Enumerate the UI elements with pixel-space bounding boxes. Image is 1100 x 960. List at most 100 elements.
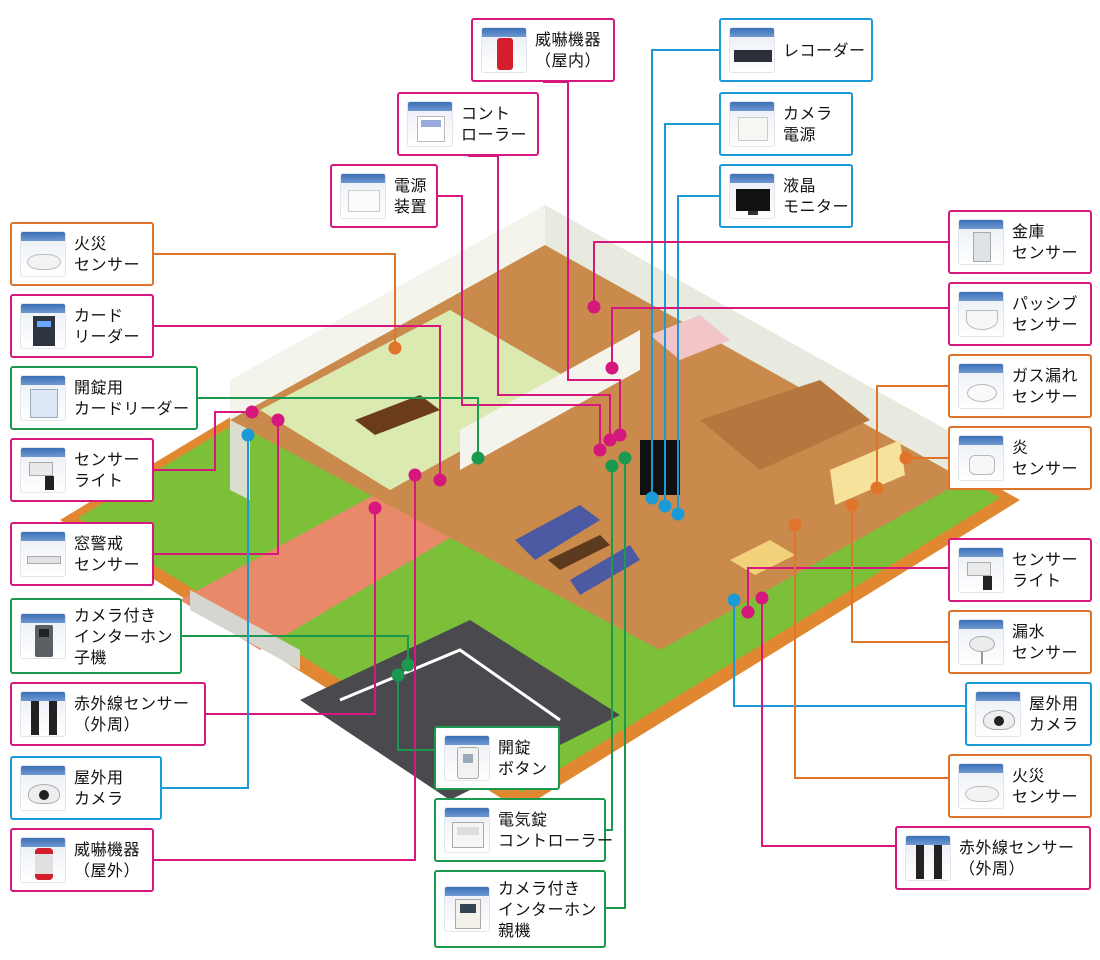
label-text: 金庫 センサー [1012, 222, 1079, 262]
label-text: 電源 装置 [394, 176, 428, 216]
infrared-beam-icon [905, 835, 951, 881]
label-text: パッシブ センサー [1012, 294, 1079, 334]
label-fire-sensor-left: 火災 センサー [10, 222, 154, 286]
dining-table [730, 540, 795, 575]
label-lcd-monitor: 液晶 モニター [719, 164, 853, 228]
water-leak-sensor-marker-dot [845, 498, 859, 512]
electric-lock-ctrl-leader-line [606, 466, 613, 831]
recorder-marker-dot [645, 491, 659, 505]
fire-sensor-left-marker-dot [388, 341, 402, 355]
passive-sensor-marker-dot [605, 361, 619, 375]
unlock-button-leader-line [397, 675, 434, 751]
outdoor-camera-right-marker-dot [727, 593, 741, 607]
label-unlock-button: 開錠 ボタン [434, 726, 560, 790]
intercom-sub-marker-dot [401, 658, 415, 672]
partition-wall [460, 330, 640, 470]
back-wall-right [545, 205, 965, 480]
label-text: 屋外用 カメラ [74, 768, 124, 808]
label-text: センサー ライト [74, 450, 141, 490]
unlock-card-reader-leader-line [198, 397, 479, 458]
low-table [355, 395, 440, 435]
sensor-light-icon [20, 447, 66, 493]
brick-path [180, 470, 480, 650]
label-text: カード リーダー [74, 306, 141, 346]
label-window-sensor: 窓警戒 センサー [10, 522, 154, 586]
label-text: ガス漏れ センサー [1012, 366, 1079, 406]
label-fire-sensor-right: 火災 センサー [948, 754, 1092, 818]
label-unlock-card-reader: 開錠用 カードリーダー [10, 366, 198, 430]
parking-lines [339, 648, 561, 722]
power-supply-icon [340, 173, 386, 219]
label-camera-power: カメラ 電源 [719, 92, 853, 156]
power-unit-marker-dot [593, 443, 607, 457]
label-text: 火災 センサー [1012, 766, 1079, 806]
staircase [700, 380, 870, 470]
sensor-light-left-leader-line [154, 411, 252, 471]
sofa-2 [570, 545, 640, 595]
label-text: レコーダー [783, 40, 866, 60]
intercom-door-icon [20, 613, 66, 659]
fire-sensor-right-marker-dot [788, 518, 802, 532]
label-outdoor-camera-left: 屋外用 カメラ [10, 756, 162, 820]
label-text: 火災 センサー [74, 234, 141, 274]
threat-indoor-marker-dot [613, 428, 627, 442]
passive-sensor-leader-line [611, 307, 948, 368]
label-intercom-main: カメラ付き インターホン 親機 [434, 870, 606, 948]
label-text: センサー ライト [1012, 550, 1079, 590]
window-sensor-marker-dot [271, 413, 285, 427]
lcd-monitor-marker-dot [671, 507, 685, 521]
passive-sensor-icon [958, 291, 1004, 337]
flame-sensor-icon [958, 435, 1004, 481]
label-text: 窓警戒 センサー [74, 534, 141, 574]
camera-power-icon [729, 101, 775, 147]
intercom-sub-leader-line [182, 635, 409, 665]
label-electric-lock-ctrl: 電気錠 コントローラー [434, 798, 613, 862]
label-text: 開錠 ボタン [498, 738, 548, 778]
gas-leak-sensor-marker-dot [870, 481, 884, 495]
coffee-table [548, 535, 610, 570]
red-siren-icon [481, 27, 527, 73]
bathtub [650, 315, 730, 360]
infrared-beam-icon [20, 691, 66, 737]
smoke-detector-icon [958, 763, 1004, 809]
label-text: カメラ 電源 [783, 104, 833, 144]
label-text: 開錠用 カードリーダー [74, 378, 190, 418]
label-sensor-light-right: センサー ライト [948, 538, 1092, 602]
label-flame-sensor: 炎 センサー [948, 426, 1092, 490]
power-unit-leader-line [438, 195, 601, 450]
lock-controller-icon [444, 807, 490, 853]
intercom-master-icon [444, 886, 490, 932]
label-text: 赤外線センサー （外周） [959, 838, 1075, 878]
card-reader-marker-dot [433, 473, 447, 487]
ir-sensor-right-marker-dot [755, 591, 769, 605]
unlock-button-icon [444, 735, 490, 781]
label-safe-sensor: 金庫 センサー [948, 210, 1092, 274]
control-panel-icon [407, 101, 453, 147]
label-ir-sensor-left: 赤外線センサー （外周） [10, 682, 206, 746]
card-reader-leader-line [154, 325, 441, 480]
electric-lock-ctrl-marker-dot [605, 459, 619, 473]
label-text: 電気錠 コントローラー [498, 810, 614, 850]
back-wall-left [230, 205, 545, 420]
label-text: カメラ付き インターホン 子機 [74, 605, 174, 667]
label-text: カメラ付き インターホン 親機 [498, 878, 598, 940]
label-intercom-sub: カメラ付き インターホン 子機 [10, 598, 182, 674]
label-gas-leak-sensor: ガス漏れ センサー [948, 354, 1092, 418]
label-outdoor-camera-right: 屋外用 カメラ [965, 682, 1092, 746]
label-text: 漏水 センサー [1012, 622, 1079, 662]
flame-sensor-marker-dot [899, 451, 913, 465]
label-passive-sensor: パッシブ センサー [948, 282, 1092, 346]
threat-indoor-leader-line [543, 81, 621, 435]
lcd-monitor-leader-line [677, 195, 719, 514]
safe-sensor-leader-line [593, 241, 948, 307]
gas-detector-icon [958, 363, 1004, 409]
sensor-light-icon [958, 547, 1004, 593]
threat-outdoor-marker-dot [408, 468, 422, 482]
controller-leader-line [468, 155, 611, 440]
water-leak-sensor-icon [958, 619, 1004, 665]
ir-sensor-left-marker-dot [368, 501, 382, 515]
sensor-light-left-marker-dot [245, 405, 259, 419]
monitor-icon [729, 173, 775, 219]
label-text: 赤外線センサー （外周） [74, 694, 190, 734]
